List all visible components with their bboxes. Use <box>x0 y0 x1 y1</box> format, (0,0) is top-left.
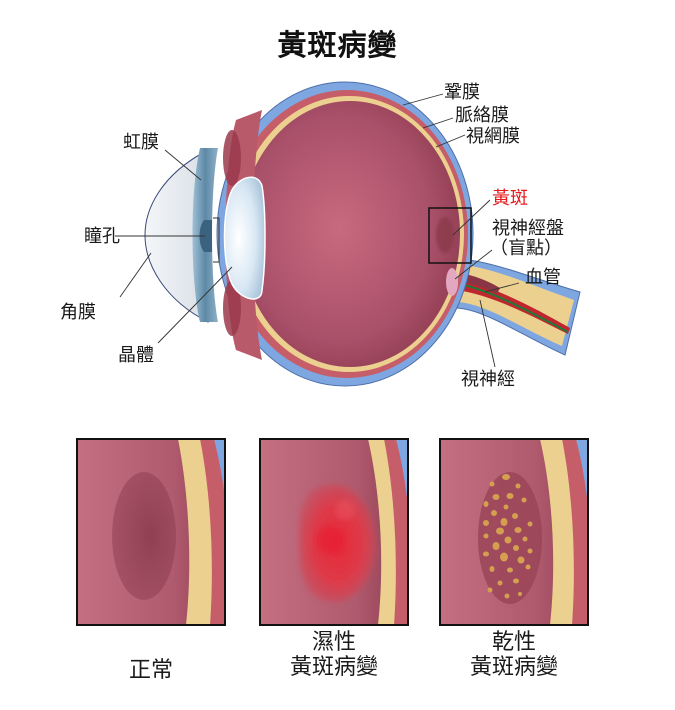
optic-nerve <box>429 258 581 356</box>
lens <box>223 176 266 300</box>
caption-dry-line1: 乾性 <box>491 630 536 655</box>
label-optic-disc: 視神經盤 <box>492 218 564 239</box>
caption-wet: 濕性 黃斑病變 <box>260 630 408 680</box>
caption-wet-line1: 濕性 <box>311 630 356 655</box>
caption-dry: 乾性 黃斑病變 <box>440 630 588 680</box>
caption-dry-line2: 黃斑病變 <box>469 655 558 680</box>
label-cornea: 角膜 <box>60 302 96 323</box>
panel-wet <box>260 439 408 625</box>
label-optic-nerve: 視神經 <box>461 369 515 390</box>
caption-wet-line2: 黃斑病變 <box>289 655 378 680</box>
page-title: 黃斑病變 <box>277 28 398 62</box>
caption-normal-line2: 正常 <box>128 658 173 683</box>
caption-normal-line1 <box>77 633 225 658</box>
macula <box>436 217 454 253</box>
label-retina: 視網膜 <box>466 126 520 147</box>
label-blind-spot: （盲點） <box>490 238 562 259</box>
optic-disc <box>446 268 458 296</box>
label-blood-vessel: 血管 <box>525 267 561 288</box>
label-pupil: 瞳孔 <box>84 226 120 247</box>
label-choroid: 脈絡膜 <box>455 105 509 126</box>
label-lens: 晶體 <box>118 345 154 366</box>
macula-box <box>428 207 472 264</box>
caption-normal: 正常 <box>77 633 225 683</box>
pupil <box>199 220 212 252</box>
label-macula: 黃斑 <box>492 188 528 209</box>
label-sclera: 鞏膜 <box>444 82 480 103</box>
vitreous-body <box>240 101 460 367</box>
panel-dry <box>440 439 588 625</box>
panel-normal <box>77 439 225 625</box>
leader-lines <box>115 93 520 368</box>
label-iris: 虹膜 <box>123 132 159 153</box>
